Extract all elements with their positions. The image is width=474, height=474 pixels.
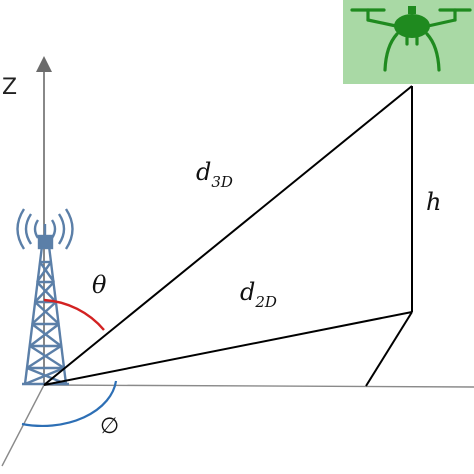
azimuth-angle-arc [21, 380, 118, 428]
elevation-angle-label: θ [92, 271, 107, 299]
line-d3d [43, 85, 413, 386]
d2d-label: d2D [240, 278, 277, 311]
ground-depth-axis [1, 384, 45, 467]
height-label: h [426, 188, 441, 216]
azimuth-angle-label: ∅ [100, 414, 119, 439]
elevation-angle-arc [43, 298, 105, 331]
drone-icon [343, 0, 474, 84]
projection-line [365, 311, 413, 387]
d3d-label: d3D [196, 158, 233, 191]
z-axis-label: Z [2, 75, 17, 100]
line-d2d [43, 311, 413, 386]
cell-tower-icon [16, 208, 74, 386]
ground-axis [43, 384, 474, 388]
